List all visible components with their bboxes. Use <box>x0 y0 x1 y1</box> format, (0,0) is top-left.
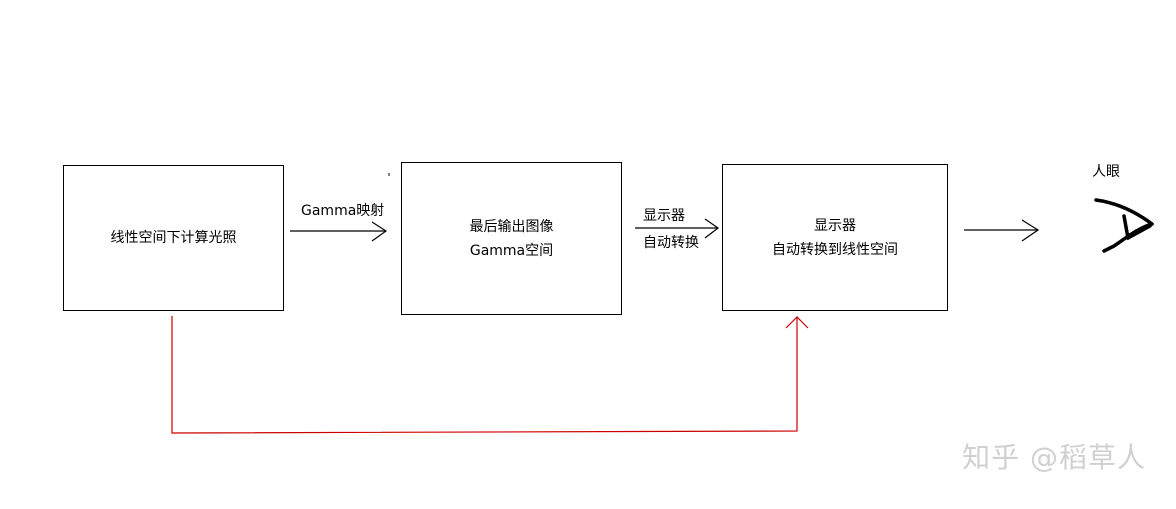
box-linear-lighting-label: 线性空间下计算光照 <box>110 230 237 246</box>
box-linear-lighting: 线性空间下计算光照 <box>63 165 284 311</box>
eye-label: 人眼 <box>1092 164 1120 180</box>
box-display-convert-line1: 显示器 <box>814 217 856 234</box>
arrow-gamma-mapping-label: Gamma映射 <box>301 203 385 219</box>
box-output-image: 最后输出图像 Gamma空间 <box>401 162 622 315</box>
box-display-convert-line2: 自动转换到线性空间 <box>772 241 898 258</box>
box-output-image-line1: 最后输出图像 <box>469 218 554 235</box>
box-display-convert: 显示器 自动转换到线性空间 <box>722 164 948 311</box>
box-output-image-line2: Gamma空间 <box>469 242 554 259</box>
feedback-path <box>171 316 809 434</box>
zhihu-watermark: 知乎 @稻草人 <box>962 441 1146 474</box>
arrow-lighting-to-output <box>290 221 388 242</box>
arrow-display-label-line2: 自动转换 <box>643 235 699 251</box>
arrow-display-to-eye <box>964 219 1040 242</box>
arrow-display-label-line1: 显示器 <box>643 208 685 224</box>
arrow-output-to-display <box>635 218 720 239</box>
eye-icon <box>1094 198 1154 253</box>
